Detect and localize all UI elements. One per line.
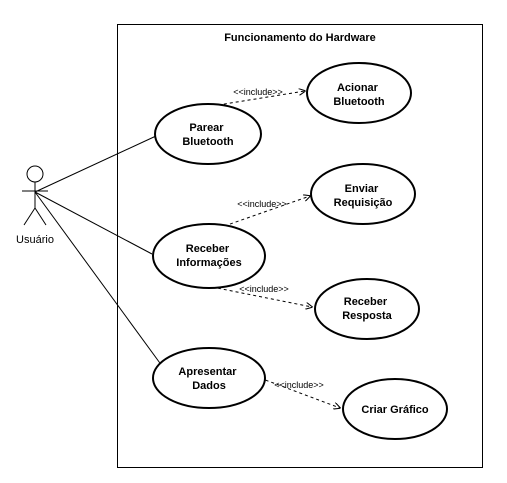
use-case-ellipse bbox=[152, 347, 266, 409]
include-label-receber-resposta: <<include>> bbox=[239, 284, 289, 294]
use-case-enviar-requisicao: Enviar Requisição bbox=[310, 163, 416, 225]
use-case-ellipse bbox=[152, 223, 266, 289]
include-label-acionar: <<include>> bbox=[233, 87, 283, 97]
include-label-enviar: <<include>> bbox=[237, 199, 287, 209]
use-case-receber-resposta: Receber Resposta bbox=[314, 278, 420, 340]
use-case-ellipse bbox=[310, 163, 416, 225]
include-arrow-acionar bbox=[211, 91, 305, 107]
use-case-label-line: Dados bbox=[192, 380, 226, 392]
use-case-label-line: Bluetooth bbox=[333, 96, 385, 108]
include-arrow-receber-resposta bbox=[211, 286, 312, 307]
use-case-criar-grafico: Criar Gráfico bbox=[342, 378, 448, 440]
use-case-ellipse bbox=[306, 62, 412, 124]
svg-text:Criar Gráfico: Criar Gráfico bbox=[361, 404, 429, 416]
use-case-label-line: Requisição bbox=[334, 197, 393, 209]
actor-usuario: Usuário bbox=[16, 165, 54, 246]
svg-text:Receber Resposta: Receber Resposta bbox=[342, 296, 392, 322]
use-case-receber-informacoes: Receber Informações bbox=[152, 223, 266, 289]
svg-text:Acionar Bluetooth: Acionar Bluetooth bbox=[333, 82, 385, 108]
include-arrow-enviar bbox=[212, 196, 310, 231]
use-case-acionar-bluetooth: Acionar Bluetooth bbox=[306, 62, 412, 124]
svg-text:Enviar Requisição: Enviar Requisição bbox=[334, 183, 393, 209]
association-receber-informacoes bbox=[34, 191, 153, 255]
use-case-ellipse bbox=[314, 278, 420, 340]
use-case-apresentar-dados: Apresentar Dados bbox=[152, 347, 266, 409]
association-apresentar bbox=[34, 191, 166, 371]
use-case-ellipse bbox=[154, 103, 262, 165]
use-case-label-line: Acionar bbox=[337, 82, 379, 94]
use-case-label-line: Informações bbox=[176, 257, 241, 269]
use-case-label-line: Receber bbox=[186, 243, 230, 255]
include-label-criar-grafico: <<include>> bbox=[274, 380, 324, 390]
actor-head bbox=[26, 165, 44, 183]
include-arrow-criar-grafico bbox=[259, 377, 340, 408]
association-parear bbox=[34, 135, 157, 193]
svg-text:Receber Informações: Receber Informações bbox=[176, 243, 241, 269]
use-case-label-line: Resposta bbox=[342, 310, 392, 322]
actor-label: Usuário bbox=[16, 234, 54, 246]
actor-left-leg bbox=[23, 207, 36, 226]
use-case-label-line: Bluetooth bbox=[182, 136, 234, 148]
system-boundary bbox=[117, 24, 483, 468]
use-case-label-line: Parear bbox=[189, 122, 224, 134]
use-case-label-line: Enviar bbox=[345, 183, 379, 195]
use-case-ellipse bbox=[342, 378, 448, 440]
actor-right-leg bbox=[34, 207, 47, 226]
svg-text:Parear Bluetooth: Parear Bluetooth bbox=[182, 122, 234, 148]
svg-text:Apresentar Dados: Apresentar Dados bbox=[178, 366, 239, 392]
use-case-parear-bluetooth: Parear Bluetooth bbox=[154, 103, 262, 165]
use-case-label-line: Criar Gráfico bbox=[361, 404, 429, 416]
system-title: Funcionamento do Hardware bbox=[224, 32, 376, 44]
use-case-label-line: Receber bbox=[344, 296, 388, 308]
use-case-label-line: Apresentar bbox=[178, 366, 237, 378]
